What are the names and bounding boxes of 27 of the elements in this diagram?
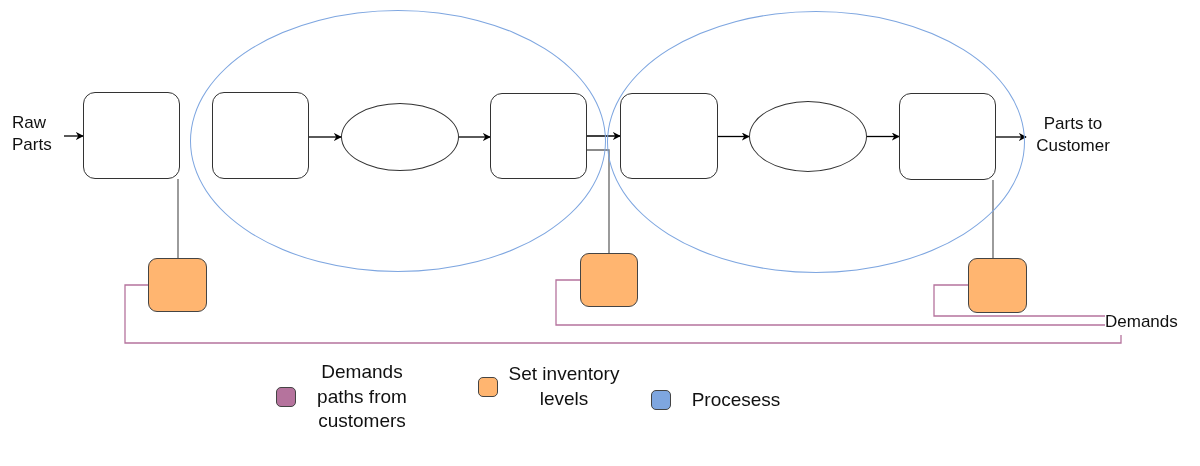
demand-path-line bbox=[124, 284, 1122, 344]
connector-line bbox=[177, 178, 179, 259]
process-box bbox=[83, 92, 180, 179]
flow-arrow bbox=[995, 133, 1027, 141]
process-box bbox=[898, 92, 996, 180]
flow-arrow bbox=[866, 132, 900, 141]
flow-label: Parts to Customer bbox=[1026, 113, 1120, 161]
legend-label: Procesess bbox=[690, 388, 782, 412]
inventory-box bbox=[580, 253, 638, 307]
connector-line bbox=[586, 149, 610, 254]
process-box bbox=[489, 92, 587, 179]
connector-line bbox=[992, 179, 994, 259]
inventory-box bbox=[148, 258, 207, 312]
process-box bbox=[211, 91, 309, 179]
flow-label: Raw Parts bbox=[12, 112, 64, 160]
legend-label: Demands paths from customers bbox=[316, 360, 408, 434]
demands-label: Demands bbox=[1105, 311, 1197, 335]
demand-path-line bbox=[555, 279, 1106, 326]
process-box bbox=[619, 92, 718, 179]
demand-path-line bbox=[933, 284, 1106, 317]
inventory-box bbox=[968, 258, 1027, 313]
flow-arrow bbox=[717, 132, 750, 141]
flow-arrow bbox=[586, 132, 621, 140]
flow-arrow bbox=[63, 132, 84, 140]
flow-arrow bbox=[308, 133, 342, 141]
flow-arrow bbox=[458, 133, 491, 141]
legend-label: Set inventory levels bbox=[508, 362, 620, 411]
